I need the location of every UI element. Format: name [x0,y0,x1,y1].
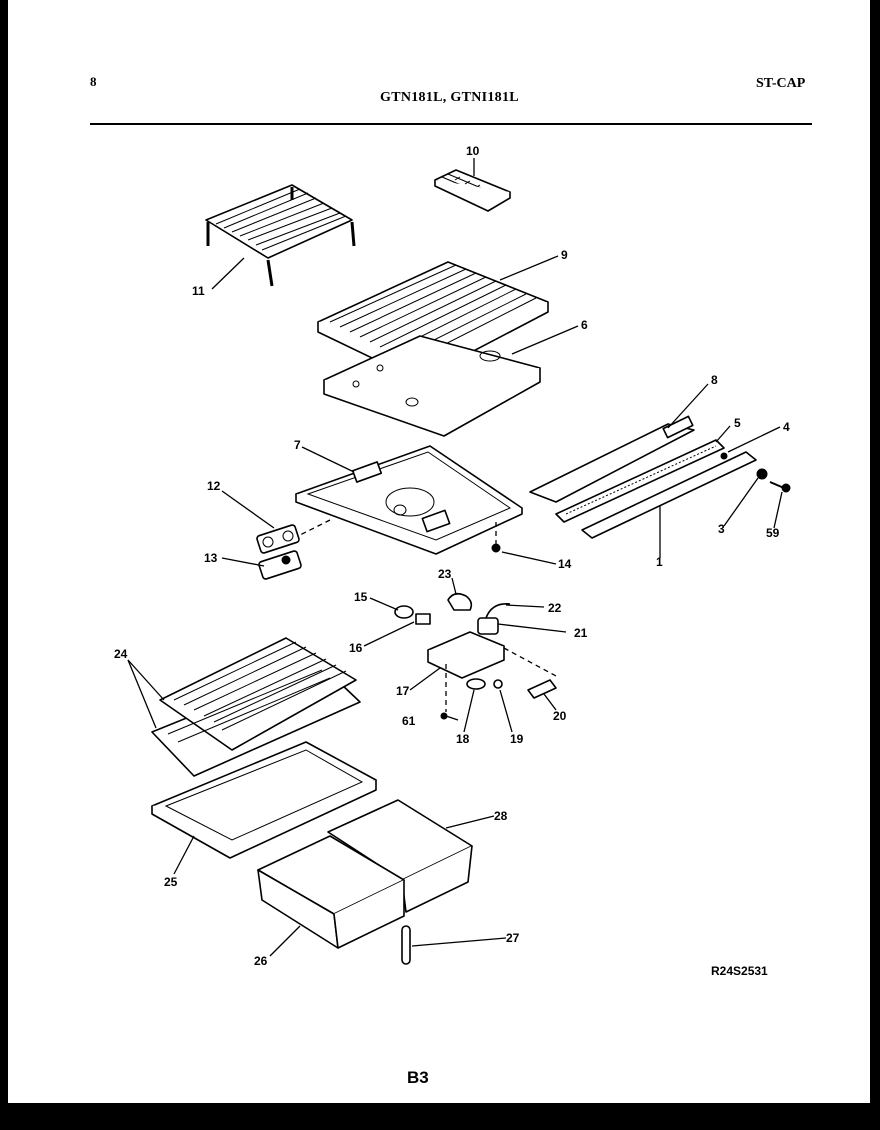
part-23-knob [447,592,473,611]
part-4-clip [720,452,728,460]
label-8: 8 [711,373,718,387]
part-6-shelf-frame-upper [323,335,541,437]
model-title: GTN181L, GTNI181L [380,90,519,105]
label-23: 23 [438,567,452,581]
label-6-upper: 6 [581,318,588,332]
label-19: 19 [510,732,524,746]
assembly-lines [297,519,557,712]
label-4: 4 [783,420,790,434]
label-17: 17 [396,684,410,698]
label-15: 15 [354,590,368,604]
part-59-screw [769,481,791,493]
part-25-crisper-cover [151,741,377,859]
part-27-roller [401,925,411,965]
part-22-wire [485,602,511,619]
label-13: 13 [204,551,218,565]
part-10-grille [434,169,511,212]
label-28: 28 [494,809,508,823]
label-12: 12 [207,479,221,493]
part-1-rail [581,451,757,539]
label-22: 22 [548,601,562,615]
part-24-glass-shelves [151,637,361,777]
part-19-washer [493,679,503,689]
part-14-screw [491,543,501,553]
label-27: 27 [506,931,520,945]
drawing-code: R24S2531 [711,964,768,978]
label-3: 3 [718,522,725,536]
part-20-cover [527,679,557,699]
label-1: 1 [656,555,663,569]
label-59: 59 [766,526,780,540]
label-61: 61 [402,714,416,728]
label-14: 14 [558,557,572,571]
exploded-parts-drawing: 10 9 11 6 8 7 5 4 12 13 14 3 1 59 23 15 … [114,144,791,968]
label-26: 26 [254,954,268,968]
part-labels: 10 9 11 6 8 7 5 4 12 13 14 3 1 59 23 15 … [114,144,790,968]
label-16: 16 [349,641,363,655]
part-12-bracket [256,524,300,554]
label-7: 7 [294,438,301,452]
part-15-light-bulb [394,605,414,619]
part-3-nut [756,468,768,480]
diagram-sheet: 8 GTN181L, GTNI181L ST-CAP [8,0,870,1103]
part-5-rail [555,439,725,523]
label-20: 20 [553,709,567,723]
part-18-gasket [466,678,486,690]
label-9: 9 [561,248,568,262]
leader-lines [127,158,783,957]
label-21: 21 [574,626,588,640]
part-26-crisper-drawer [257,835,405,949]
series-code: ST-CAP [756,76,806,91]
header-rule [90,123,812,125]
part-7-shelf-frame-lower [295,445,523,555]
label-5: 5 [734,416,741,430]
page-number: 8 [90,74,97,89]
label-18: 18 [456,732,470,746]
part-13-bracket [258,550,302,580]
part-21-thermostat [477,617,499,635]
part-11-wire-shelf [205,184,356,287]
part-8-rail [529,415,695,503]
label-24: 24 [114,647,128,661]
label-10: 10 [466,144,480,158]
page-code: B3 [407,1068,429,1087]
label-11: 11 [192,284,205,298]
scan-border [0,1103,880,1130]
part-16-socket [415,613,431,625]
label-25: 25 [164,875,178,889]
part-17-control-housing [427,631,505,679]
